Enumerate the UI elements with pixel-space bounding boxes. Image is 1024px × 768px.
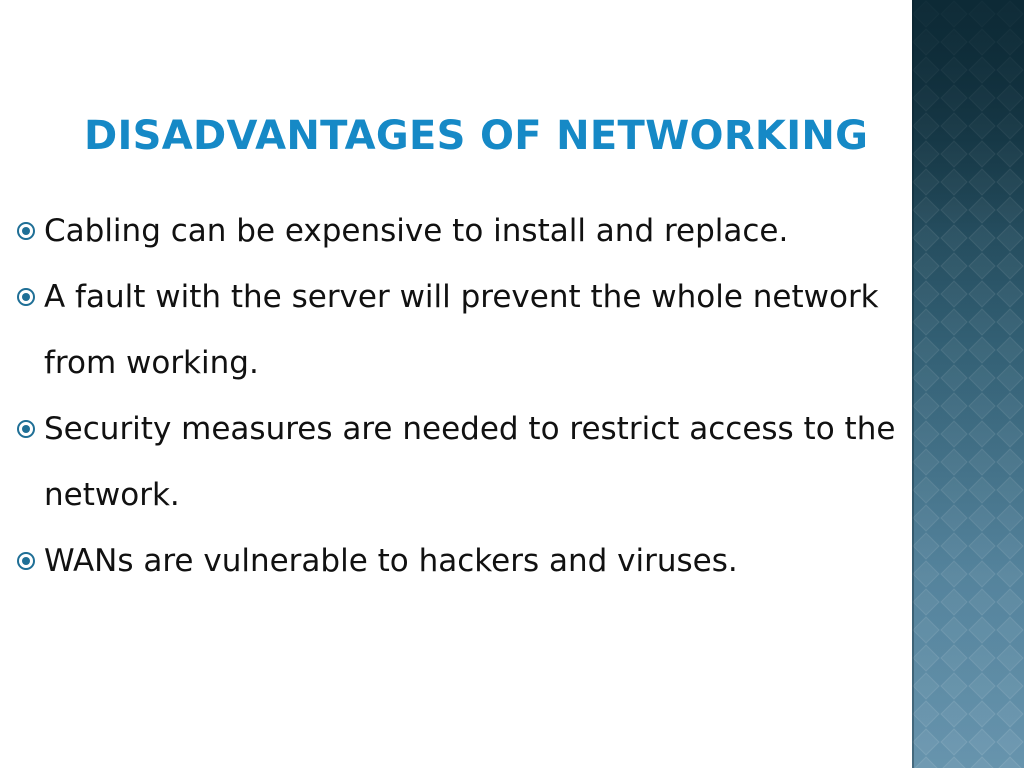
circle-dot-bullet-icon xyxy=(16,528,44,594)
diamond-pattern-icon xyxy=(912,0,1024,768)
bullet-item: WANs are vulnerable to hackers and virus… xyxy=(16,528,896,594)
bullet-text: A fault with the server will prevent the… xyxy=(44,279,879,381)
bullet-list: Cabling can be expensive to install and … xyxy=(16,198,896,594)
decorative-side-panel xyxy=(912,0,1024,768)
bullet-text: Cabling can be expensive to install and … xyxy=(44,213,789,249)
bullet-text: Security measures are needed to restrict… xyxy=(44,411,896,513)
circle-dot-bullet-icon xyxy=(16,198,44,264)
side-panel-edge xyxy=(912,0,914,768)
circle-dot-bullet-icon xyxy=(16,264,44,330)
slide-title: DISADVANTAGES OF NETWORKING xyxy=(84,113,869,159)
circle-dot-bullet-icon xyxy=(16,396,44,462)
bullet-item: A fault with the server will prevent the… xyxy=(16,264,896,396)
bullet-text: WANs are vulnerable to hackers and virus… xyxy=(44,543,738,579)
bullet-item: Cabling can be expensive to install and … xyxy=(16,198,896,264)
bullet-item: Security measures are needed to restrict… xyxy=(16,396,896,528)
